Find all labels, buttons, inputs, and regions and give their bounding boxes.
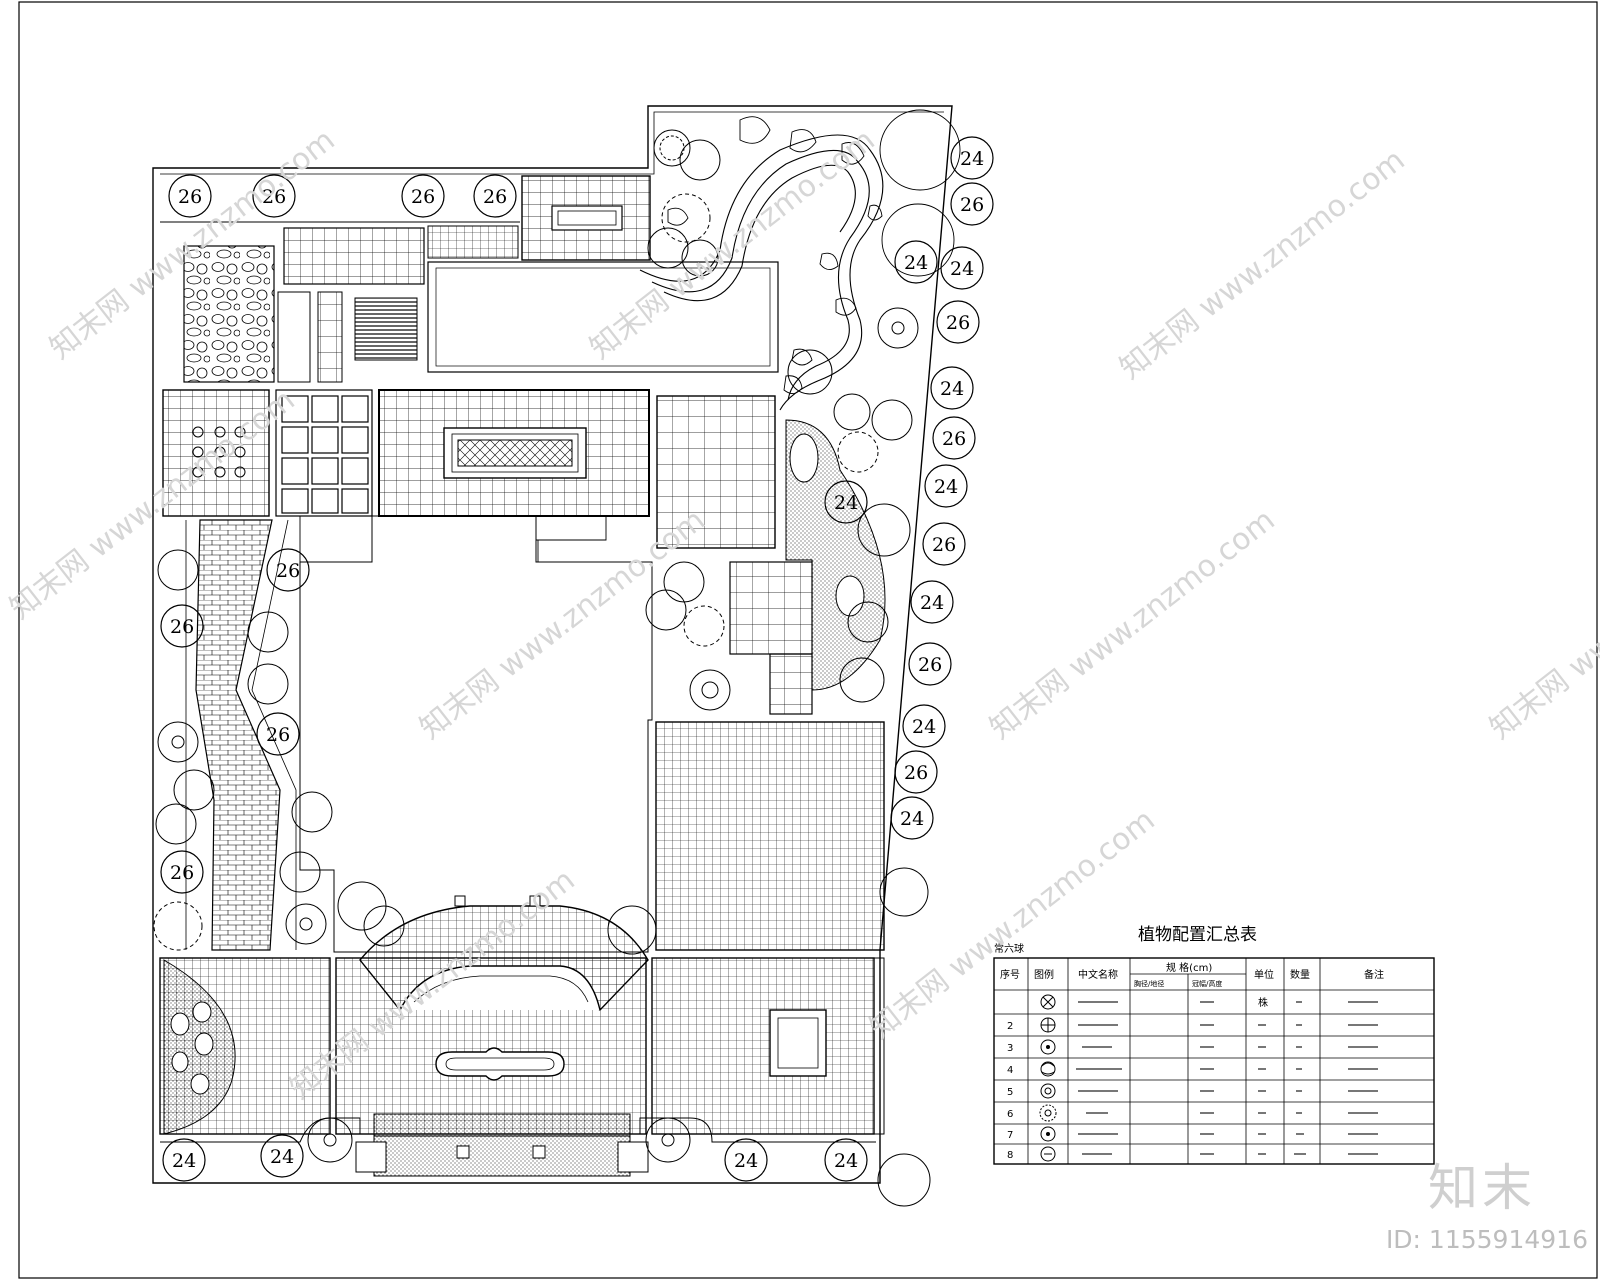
table-row: 5: [1007, 1087, 1013, 1098]
entrance-water-feature: [373, 1113, 631, 1137]
tree-label: 26: [483, 186, 507, 208]
tree-label: 24: [912, 716, 936, 738]
tree-label: 24: [834, 492, 858, 514]
table-row: 6: [1007, 1109, 1013, 1120]
boulders: [667, 116, 883, 394]
tree-label: 26: [178, 186, 202, 208]
shrub-symbols: [153, 129, 931, 1207]
tile-grid-east: [729, 561, 813, 655]
table-row: 3: [1007, 1043, 1013, 1054]
tree-label: 26: [932, 534, 956, 556]
tree-label: 24: [270, 1146, 294, 1168]
tree-label: 26: [170, 862, 194, 884]
table-row: 8: [1007, 1150, 1013, 1161]
central-feature: [457, 439, 573, 467]
header-spec-dbh: 胸径/地径: [1134, 979, 1164, 988]
tree-label: 24: [834, 1150, 858, 1172]
header-unit: 单位: [1254, 968, 1274, 981]
brand-logo: 知末: [1428, 1159, 1536, 1217]
tree-label: 26: [266, 724, 290, 746]
tree-label: 26: [918, 654, 942, 676]
header-spec: 规 格(cm): [1166, 961, 1212, 974]
brand-id: ID: 1155914916: [1385, 1225, 1588, 1254]
winding-stream: [639, 134, 884, 411]
plant-schedule: 植物配置汇总表 常六球 序号 图例 中文名称 规 格(cm) 胸径/地径 冠幅/…: [993, 925, 1435, 1165]
drawing-frame: [18, 1, 1598, 1279]
watermark-text: 知末网 www.znzmo.com: [1113, 143, 1411, 387]
tree-label: 26: [946, 312, 970, 334]
stone-paving-area: [183, 245, 275, 383]
grid-paving-south-east: [651, 957, 875, 1135]
tree-label: 26: [276, 560, 300, 582]
table-row: 7: [1007, 1130, 1013, 1141]
header-name: 中文名称: [1078, 968, 1118, 981]
square-tile-block: [275, 389, 373, 517]
tree-label: 26: [904, 762, 928, 784]
tree-label: 24: [920, 592, 944, 614]
tree-label: 26: [411, 186, 435, 208]
tree-label: 26: [262, 186, 286, 208]
brick-path-west: [195, 519, 281, 951]
table-row: 株: [1258, 996, 1268, 1009]
header-legend: 图例: [1034, 968, 1054, 981]
tree-label: 24: [172, 1150, 196, 1172]
header-note: 备注: [1364, 968, 1384, 981]
tree-label: 26: [170, 616, 194, 638]
tree-label: 24: [734, 1150, 758, 1172]
site-boundary-inner: [160, 111, 944, 175]
tree-label: 24: [960, 148, 984, 170]
gravel-garden-east: [785, 419, 886, 691]
table-row: 2: [1007, 1021, 1013, 1032]
tree-label: 24: [900, 808, 924, 830]
lawn-top: [427, 261, 779, 373]
tree-label: 24: [934, 476, 958, 498]
tree-label: 24: [950, 258, 974, 280]
building-footprint: [299, 515, 653, 953]
tree-label: 26: [960, 194, 984, 216]
grid-paving-left: [162, 389, 270, 517]
header-spec-crown: 冠幅/高度: [1192, 979, 1222, 988]
dark-hatch-area: [354, 297, 418, 361]
grid-paving-southeast: [655, 721, 885, 951]
tree-labels: 26 26 26 26 24 26 24 24 26 24 26 24 26 2…: [170, 148, 984, 1172]
header-no: 序号: [1000, 968, 1020, 981]
watermark-text: 知末网 www.znzmo.com: [983, 503, 1281, 747]
tree-label: 24: [904, 252, 928, 274]
table-title: 植物配置汇总表: [1138, 925, 1257, 945]
ornamental-pool: [435, 1047, 565, 1081]
grid-paving-right: [656, 395, 776, 549]
tree-label: 24: [940, 378, 964, 400]
planter-dots: [192, 426, 246, 478]
watermark-text: 知末网 www.znzmo.com: [1483, 503, 1600, 747]
watermark-text: 知末网 www.znzmo.com: [413, 503, 711, 747]
table-row: 4: [1007, 1065, 1013, 1076]
table-tag: 常六球: [994, 942, 1024, 955]
legend-symbols: [1039, 994, 1057, 1162]
site-boundary: [152, 105, 953, 1184]
header-qty: 数量: [1290, 968, 1310, 981]
tree-label: 26: [942, 428, 966, 450]
numbered-trees: [160, 136, 994, 1182]
grid-paving-top: [283, 227, 425, 285]
